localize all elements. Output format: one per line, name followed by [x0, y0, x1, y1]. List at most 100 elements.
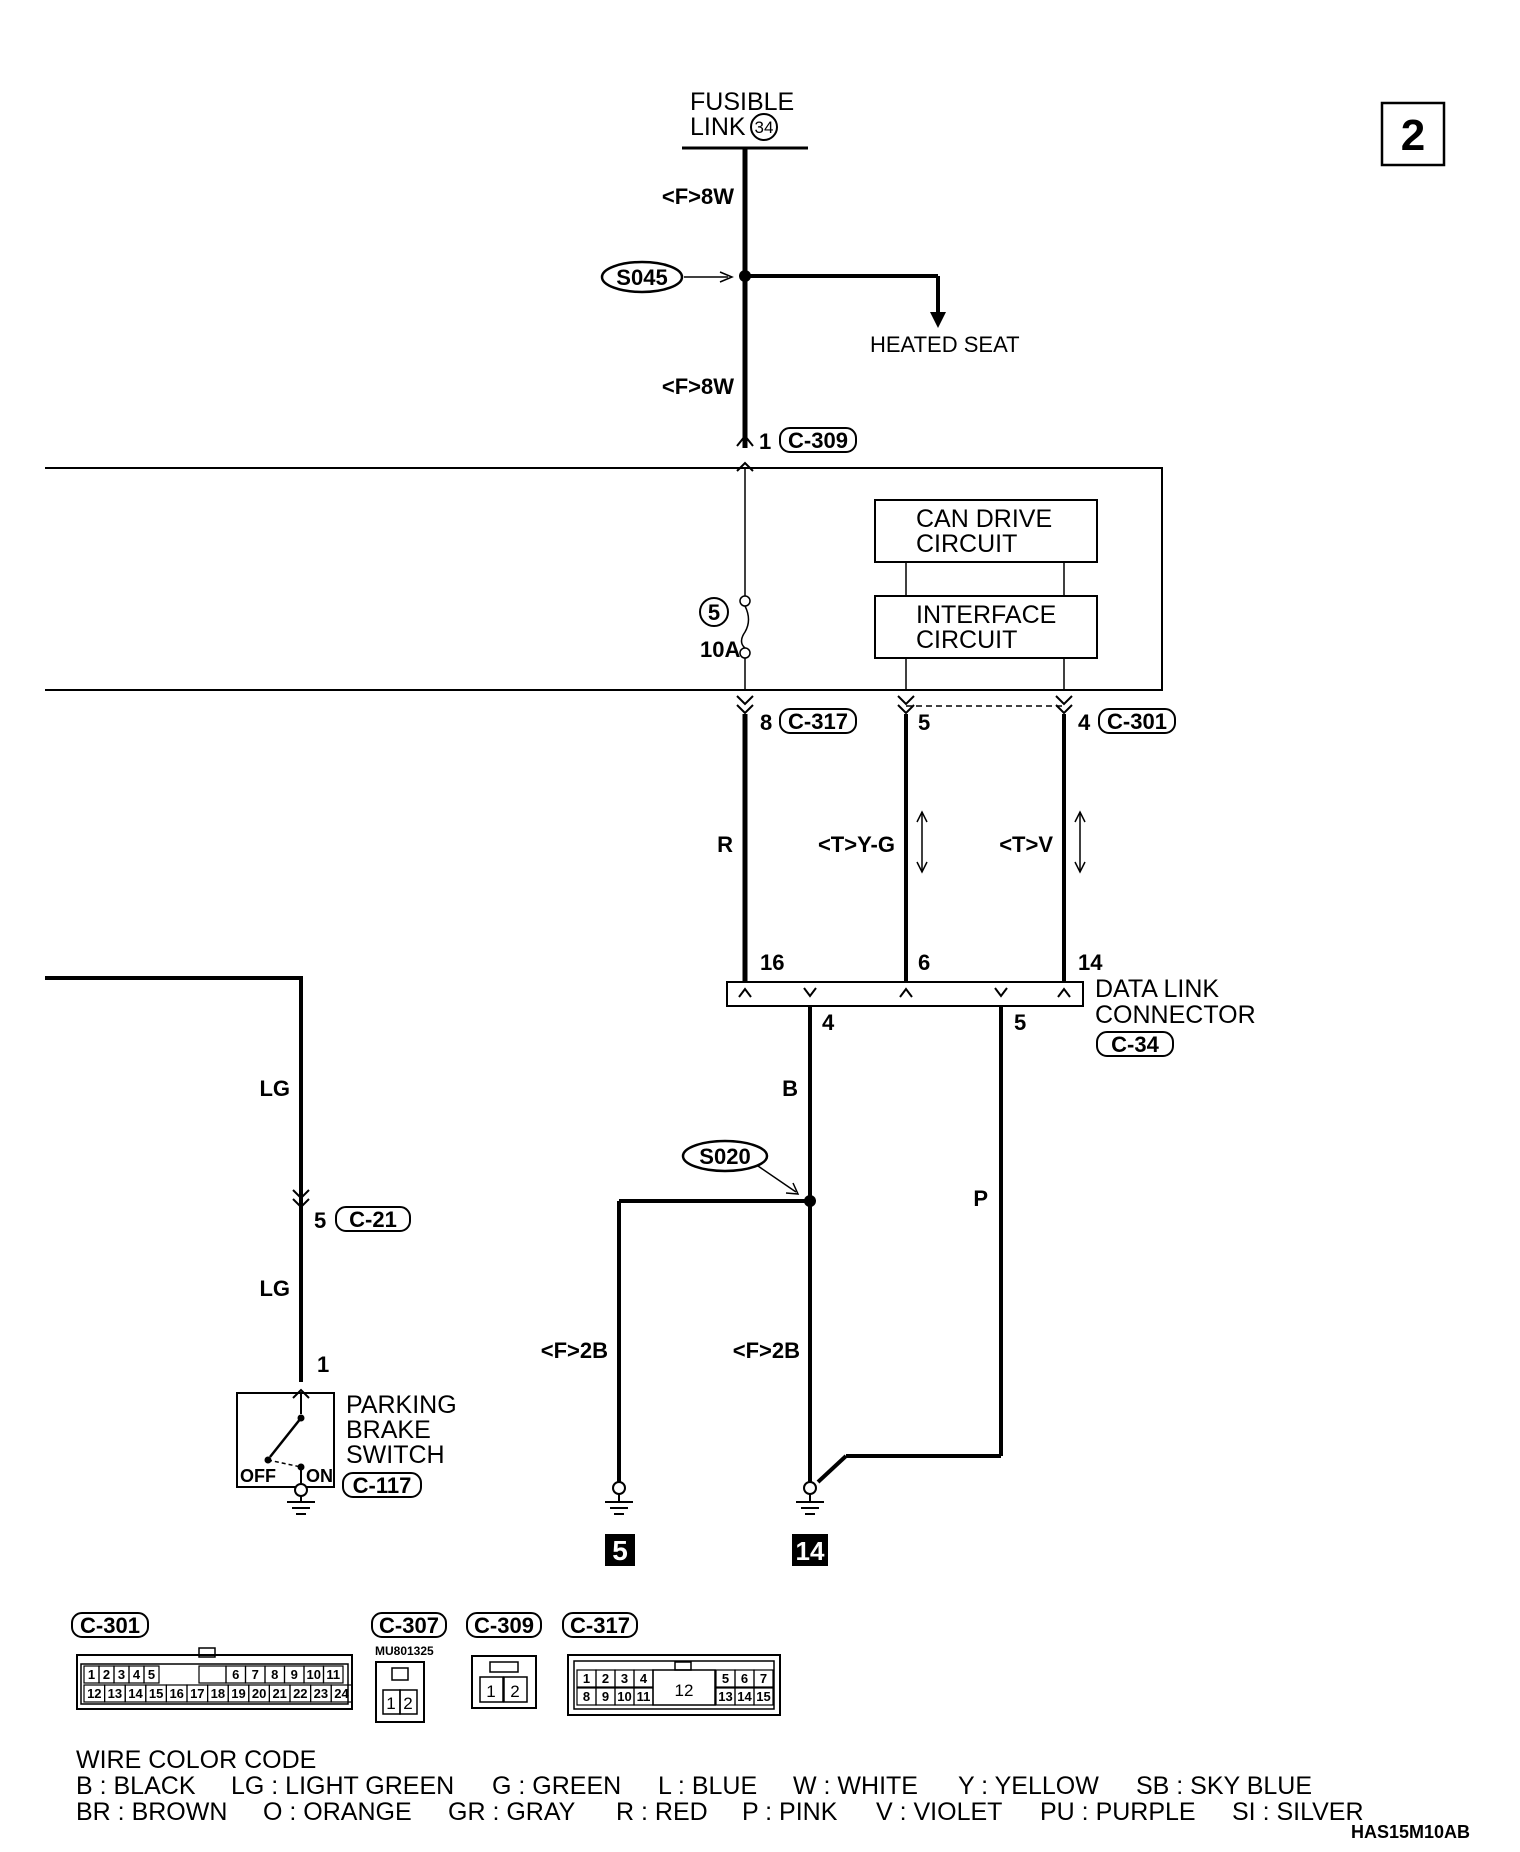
- c301-top-pin: 8: [271, 1667, 278, 1682]
- wire-label-8w-bottom: <F>8W: [662, 374, 734, 399]
- interface-label-1: INTERFACE: [916, 601, 1056, 629]
- legend-item: W : WHITE: [793, 1772, 918, 1800]
- page-number: 2: [1401, 111, 1425, 160]
- c317-label: C-317: [788, 709, 848, 734]
- c317-pin-12: 12: [675, 1681, 694, 1700]
- c317-bottom-right-cell: [753, 1687, 774, 1706]
- dlc-connector-label: C-34: [1111, 1032, 1159, 1057]
- legend-title: WIRE COLOR CODE: [76, 1746, 316, 1774]
- c307-part-number: MU801325: [375, 1644, 434, 1658]
- c301-bottom-pin: 13: [108, 1686, 122, 1701]
- interface-label-2: CIRCUIT: [916, 626, 1017, 654]
- c301-bottom-pin: 17: [190, 1686, 204, 1701]
- c301-pin-label: 4: [1078, 710, 1091, 735]
- dlc-wires: R <T>Y-G <T>V: [717, 714, 1086, 982]
- heated-seat-label: HEATED SEAT: [870, 332, 1020, 357]
- c301-top-pin: 3: [118, 1667, 125, 1682]
- fuse-number-circle: [699, 597, 729, 627]
- interface-circuit-box: [874, 595, 1098, 659]
- ground-point-5: 5: [612, 1535, 628, 1566]
- switch-label-3: SWITCH: [346, 1441, 445, 1469]
- legend-item: P : PINK: [742, 1798, 838, 1826]
- legend-item: B : BLACK: [76, 1772, 196, 1800]
- legend-item: SI : SILVER: [1232, 1798, 1364, 1826]
- can-drive-label-2: CIRCUIT: [916, 530, 1017, 558]
- c317-top-left-pin: 3: [621, 1671, 628, 1686]
- connector-c307-pinout: C-307 MU801325 1 2: [371, 1612, 447, 1723]
- c317-top-right-pin: 5: [722, 1671, 729, 1686]
- module-output-connectors: 8 C-317 5 4 C-301: [736, 695, 1176, 735]
- legend-item: V : VIOLET: [876, 1798, 1002, 1826]
- wire-label-2b-left: <F>2B: [541, 1338, 608, 1363]
- parking-brake-wire: LG LG 5 C-21: [45, 976, 411, 1382]
- fusible-link-number-circle: [750, 113, 778, 141]
- can-drive-label-1: CAN DRIVE: [916, 505, 1052, 533]
- c317-top-left-pin: 2: [602, 1671, 609, 1686]
- c317-bottom-right-pin: 15: [756, 1689, 770, 1704]
- ground-point-14-box: [792, 1534, 828, 1566]
- c301-top-pin: 2: [103, 1667, 110, 1682]
- c301-top-pin: 5: [148, 1667, 155, 1682]
- c317-bottom-right-pin: 13: [718, 1689, 732, 1704]
- fusible-link-label: FUSIBLE: [690, 88, 794, 116]
- c301-top-cell: [143, 1665, 160, 1684]
- dlc-pin-6: 6: [918, 950, 930, 975]
- c317-top-left-pin: 4: [640, 1671, 648, 1686]
- module-box: 5 10A CAN DRIVE CIRCUIT INTERFACE CIRCUI…: [45, 467, 1163, 691]
- splice-s020-badge: [681, 1139, 769, 1173]
- c309-title: C-309: [474, 1613, 534, 1638]
- wire-label-b: B: [782, 1076, 798, 1101]
- c301-top-cell: [322, 1665, 344, 1684]
- fuse-amperage: 10A: [700, 637, 740, 662]
- data-link-connector: 16 6 14 4 5 DATA LINK CONNECTOR C-34: [726, 950, 1256, 1057]
- c301-bottom-pin: 19: [231, 1686, 245, 1701]
- switch-pin-label: 1: [317, 1352, 329, 1377]
- switch-connector-label: C-117: [353, 1473, 412, 1498]
- pin-5-label: 5: [918, 710, 930, 735]
- c21-pin-label: 5: [314, 1208, 326, 1233]
- dlc-label-2: CONNECTOR: [1095, 1001, 1256, 1029]
- switch-label-2: BRAKE: [346, 1416, 431, 1444]
- ground-symbol-14: [796, 1481, 824, 1515]
- legend-item: O : ORANGE: [263, 1798, 412, 1826]
- legend-item: BR : BROWN: [76, 1798, 227, 1826]
- c307-pin-2: 2: [403, 1694, 412, 1713]
- c301-bottom-pin: 16: [169, 1686, 183, 1701]
- fusible-link-label-2: LINK: [690, 113, 746, 141]
- legend-item: L : BLUE: [658, 1772, 757, 1800]
- c307-pin-1: 1: [386, 1694, 395, 1713]
- c301-top-pin: 9: [291, 1667, 298, 1682]
- c301-bottom-cell: [330, 1684, 353, 1703]
- dlc-pin-16: 16: [760, 950, 784, 975]
- legend-item: PU : PURPLE: [1040, 1798, 1196, 1826]
- c317-top-right-cell: [753, 1669, 774, 1688]
- fusible-link: FUSIBLE LINK 34: [682, 88, 808, 150]
- fuse-number: 5: [708, 600, 720, 625]
- c309-pin-2: 2: [510, 1682, 519, 1701]
- dlc-pin-4: 4: [822, 1010, 835, 1035]
- legend-item: Y : YELLOW: [958, 1772, 1099, 1800]
- c301-top-pin: 11: [326, 1667, 340, 1682]
- ground-point-14: 14: [796, 1536, 825, 1566]
- c317-top-right-pin: 6: [741, 1671, 748, 1686]
- c301-bottom-pin: 18: [211, 1686, 225, 1701]
- power-wire: <F>8W <F>8W HEATED SEAT S045: [600, 148, 1020, 448]
- switch-on-label: ON: [306, 1466, 333, 1486]
- wire-label-yg: <T>Y-G: [818, 832, 895, 857]
- page-number-box: 2: [1380, 101, 1446, 167]
- wire-label-8w-top: <F>8W: [662, 184, 734, 209]
- c309-pin-1: 1: [486, 1682, 495, 1701]
- parking-brake-switch: 1 OFF ON PARKING BRAKE SWITCH C-117: [236, 1352, 457, 1515]
- c301-bottom-pin: 20: [252, 1686, 266, 1701]
- connector-c309-pinout: C-309 1 2: [466, 1612, 542, 1709]
- c301-top-pin: 7: [252, 1667, 259, 1682]
- c301-top-pin: 6: [232, 1667, 239, 1682]
- ground-point-5-box: [605, 1534, 635, 1566]
- c301-bottom-pin: 14: [128, 1686, 143, 1701]
- switch-off-label: OFF: [240, 1466, 276, 1486]
- c317-bottom-left-pin: 11: [637, 1689, 651, 1704]
- c317-top-left-pin: 1: [583, 1671, 590, 1686]
